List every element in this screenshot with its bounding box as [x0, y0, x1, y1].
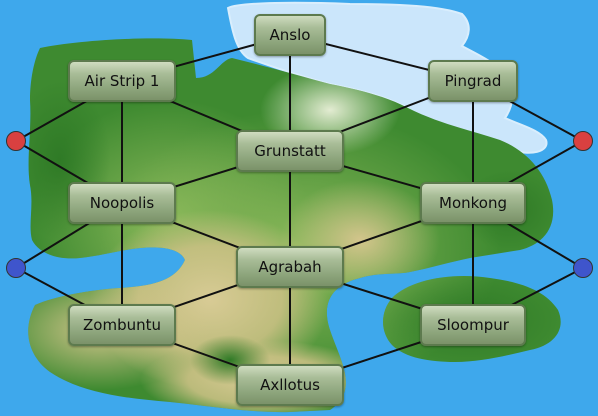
- edge-port-east-blue[interactable]: [573, 258, 593, 278]
- edge-port-west-blue[interactable]: [6, 258, 26, 278]
- edge-port-west-red[interactable]: [6, 131, 26, 151]
- territory-noopolis[interactable]: Noopolis: [68, 182, 176, 224]
- territory-air-strip-1[interactable]: Air Strip 1: [68, 60, 176, 102]
- territory-agrabah[interactable]: Agrabah: [236, 246, 344, 288]
- territory-monkong[interactable]: Monkong: [420, 182, 526, 224]
- territory-pingrad[interactable]: Pingrad: [428, 60, 518, 102]
- territory-zombuntu[interactable]: Zombuntu: [68, 304, 176, 346]
- edge-port-east-red[interactable]: [573, 131, 593, 151]
- territory-grunstatt[interactable]: Grunstatt: [236, 130, 344, 172]
- territory-axllotus[interactable]: Axllotus: [236, 364, 344, 406]
- territory-anslo[interactable]: Anslo: [254, 14, 326, 56]
- territory-sloompur[interactable]: Sloompur: [420, 304, 526, 346]
